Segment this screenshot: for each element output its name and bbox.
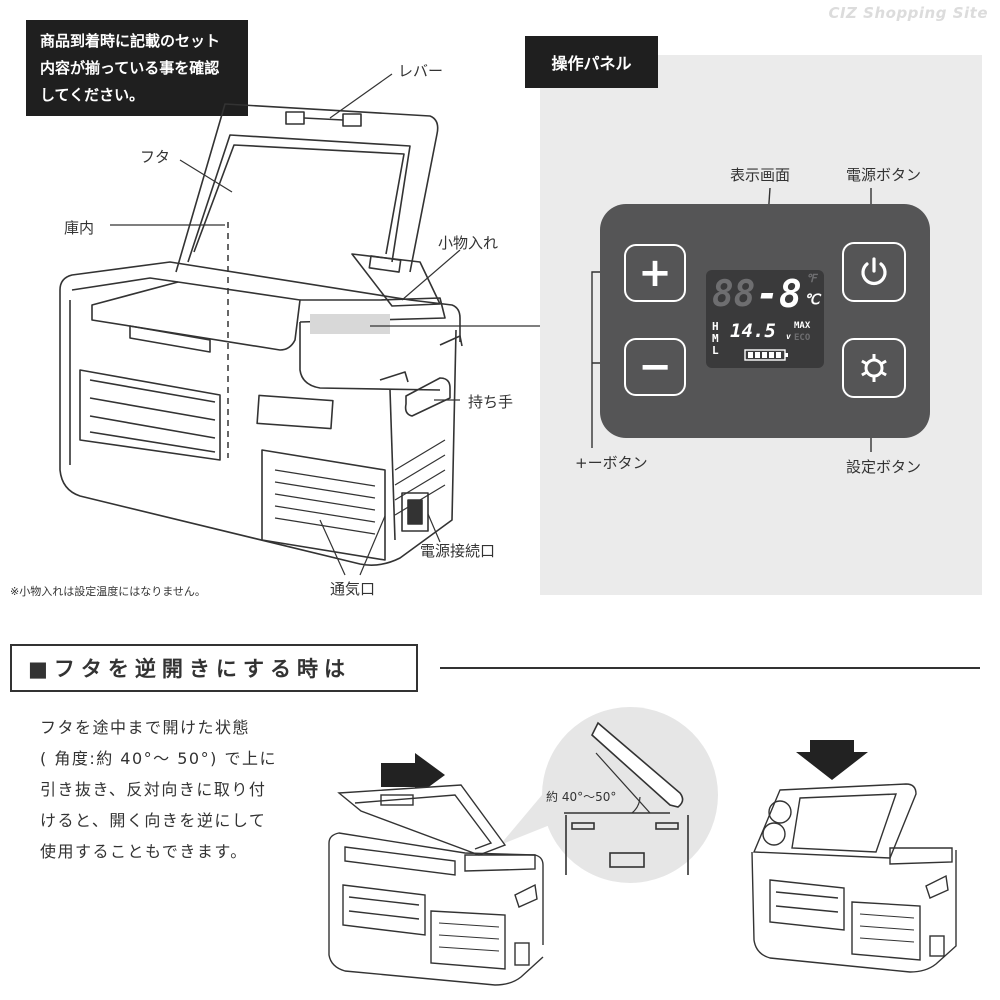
reverse-description: フタを途中まで開けた状態 ( 角度:約 40°〜 50°) で上に 引き抜き、反… xyxy=(40,712,310,867)
section-heading: ■フタを逆開きにする時は xyxy=(10,644,418,692)
notice-line: してください。 xyxy=(40,86,145,104)
site-watermark: CIZ Shopping Site xyxy=(828,4,988,22)
label-display: 表示画面 xyxy=(730,166,791,184)
description-line: 引き抜き、反対向きに取り付 xyxy=(40,780,267,799)
label-handle: 持ち手 xyxy=(468,393,514,411)
description-line: ( 角度:約 40°〜 50°) で上に xyxy=(40,749,277,768)
panel-leader-line xyxy=(310,314,545,334)
cooler-illustration xyxy=(59,73,463,576)
label-vent: 通気口 xyxy=(330,580,376,598)
control-panel: + − 88 -8 ℉ ℃ H M L 14.5 v MAX ECO xyxy=(600,204,930,438)
lcd-mode-eco: ECO xyxy=(794,333,811,343)
section-divider xyxy=(440,667,980,669)
angle-label: 約 40°〜50° xyxy=(546,790,617,804)
angle-detail-illustration xyxy=(500,707,718,883)
lcd-unit-fahrenheit: ℉ xyxy=(806,272,817,285)
lcd-level-low: L xyxy=(712,344,719,357)
label-interior: 庫内 xyxy=(64,219,95,237)
minus-icon: − xyxy=(638,344,672,390)
battery-icon xyxy=(744,349,788,361)
label-power-port: 電源接続口 xyxy=(420,542,496,560)
cooler-lid-reversed-illustration xyxy=(751,740,957,973)
lcd-voltage: 14.5 xyxy=(730,320,776,342)
footnote: ※小物入れは設定温度にはなりません。 xyxy=(10,585,206,598)
control-panel-tag: 操作パネル xyxy=(525,36,658,88)
label-plus-minus-button: +ーボタン xyxy=(575,454,648,472)
notice-line: 内容が揃っている事を確認 xyxy=(40,59,220,77)
lcd-unit-celsius: ℃ xyxy=(804,292,820,308)
lcd-voltage-unit: v xyxy=(786,332,791,341)
power-button[interactable] xyxy=(842,242,906,302)
plus-icon: + xyxy=(638,250,672,296)
lcd-level-mid: M xyxy=(712,332,719,345)
contents-notice: 商品到着時に記載のセット 内容が揃っている事を確認 してください。 xyxy=(26,20,248,116)
label-lever: レバー xyxy=(398,62,444,80)
label-power-button: 電源ボタン xyxy=(846,166,922,184)
lcd-level-high: H xyxy=(712,320,719,333)
notice-line: 商品到着時に記載のセット xyxy=(40,32,221,50)
lcd-ghost-digits: 88 xyxy=(712,274,756,315)
power-icon xyxy=(861,257,887,286)
lcd-temperature: -8 xyxy=(756,272,802,316)
lcd-mode-max: MAX xyxy=(794,321,811,331)
description-line: けると、開く向きを逆にして xyxy=(40,811,267,830)
label-settings-button: 設定ボタン xyxy=(846,458,922,476)
label-lid: フタ xyxy=(140,148,171,166)
lcd-display: 88 -8 ℉ ℃ H M L 14.5 v MAX ECO xyxy=(706,270,824,368)
minus-button[interactable]: − xyxy=(624,338,686,396)
gear-icon xyxy=(861,354,887,382)
description-line: 使用することもできます。 xyxy=(40,842,248,861)
description-line: フタを途中まで開けた状態 xyxy=(40,718,251,737)
plus-button[interactable]: + xyxy=(624,244,686,302)
cooler-lid-removal-illustration xyxy=(328,753,544,986)
label-accessory-box: 小物入れ xyxy=(438,234,499,252)
settings-button[interactable] xyxy=(842,338,906,398)
